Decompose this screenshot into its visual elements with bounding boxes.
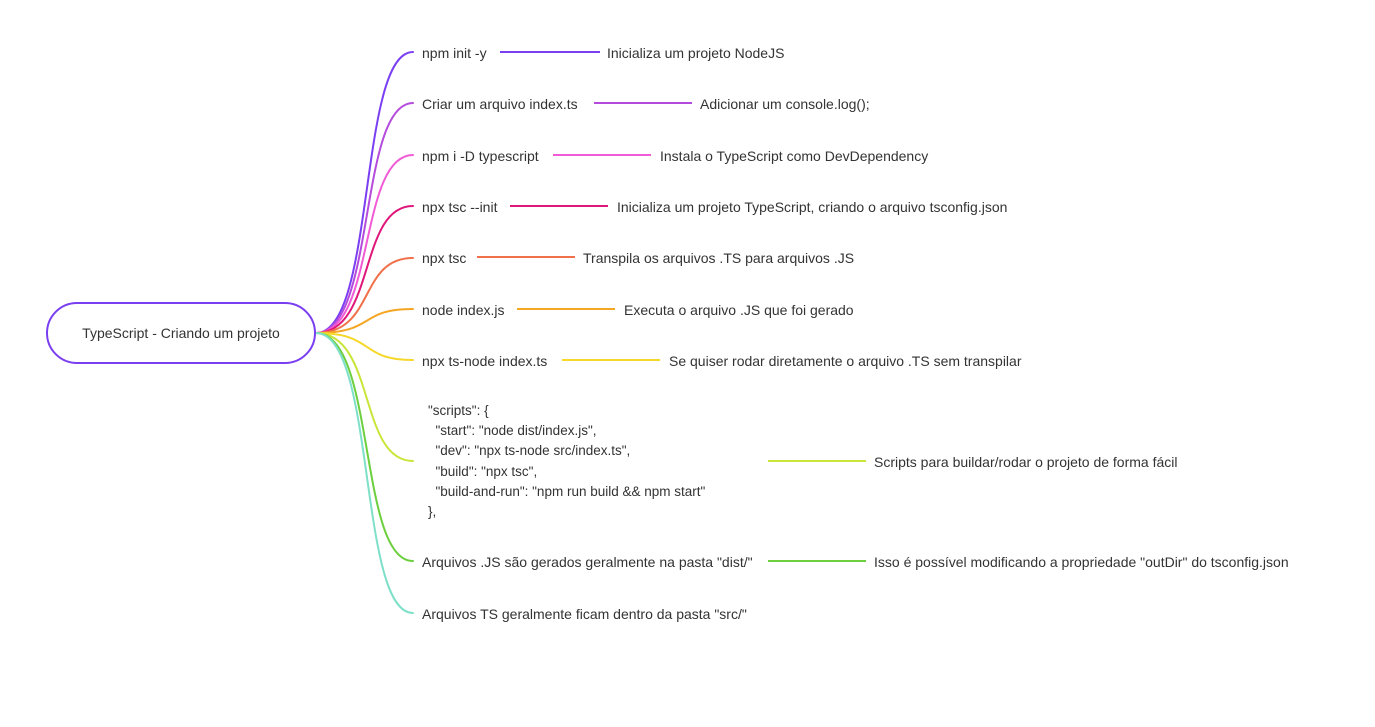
branch-edge-5 [315,308,414,334]
branch-connector-7 [768,460,866,462]
branch-node-tsc-init[interactable]: npx tsc --init [422,199,498,215]
branch-connector-2 [553,154,651,156]
root-node[interactable]: TypeScript - Criando um projeto [46,302,316,364]
note-node-outdir[interactable]: Isso é possível modificando a propriedad… [874,554,1289,570]
branch-node-src-folder[interactable]: Arquivos TS geralmente ficam dentro da p… [422,606,747,622]
note-node-create-index[interactable]: Adicionar um console.log(); [700,96,870,112]
branch-connector-0 [500,51,600,53]
branch-edge-8 [315,332,414,562]
branch-edge-6 [315,332,414,361]
branch-connector-5 [517,308,615,310]
branch-node-node-index[interactable]: node index.js [422,302,505,318]
note-node-scripts[interactable]: Scripts para buildar/rodar o projeto de … [874,454,1178,470]
branch-edge-4 [315,257,414,334]
note-node-tsc[interactable]: Transpila os arquivos .TS para arquivos … [583,250,855,266]
note-node-install-typescript[interactable]: Instala o TypeScript como DevDependency [660,148,929,164]
branch-node-scripts-block[interactable]: "scripts": { "start": "node dist/index.j… [428,403,706,520]
note-node-npm-init[interactable]: Inicializa um projeto NodeJS [607,45,785,61]
note-node-ts-node[interactable]: Se quiser rodar diretamente o arquivo .T… [669,353,1022,369]
branch-node-create-index[interactable]: Criar um arquivo index.ts [422,96,578,112]
branch-connector-4 [477,256,575,258]
branch-edge-9 [315,332,414,614]
branch-edge-2 [315,154,414,334]
branch-node-ts-node[interactable]: npx ts-node index.ts [422,353,548,369]
branch-edge-3 [315,205,414,334]
branch-edge-7 [315,332,414,462]
branch-node-dist-folder[interactable]: Arquivos .JS são gerados geralmente na p… [422,554,753,570]
branch-connector-8 [768,560,866,562]
branch-node-npm-init[interactable]: npm init -y [422,45,487,61]
note-node-tsc-init[interactable]: Inicializa um projeto TypeScript, criand… [617,199,1008,215]
note-node-node-index[interactable]: Executa o arquivo .JS que foi gerado [624,302,854,318]
branch-edge-1 [315,102,414,334]
branch-connector-1 [594,102,692,104]
branch-connector-6 [562,359,660,361]
branch-edge-0 [315,51,414,334]
branch-connector-3 [510,205,608,207]
branch-node-install-typescript[interactable]: npm i -D typescript [422,148,539,164]
branch-node-tsc[interactable]: npx tsc [422,250,467,266]
root-node-label: TypeScript - Criando um projeto [82,325,280,341]
